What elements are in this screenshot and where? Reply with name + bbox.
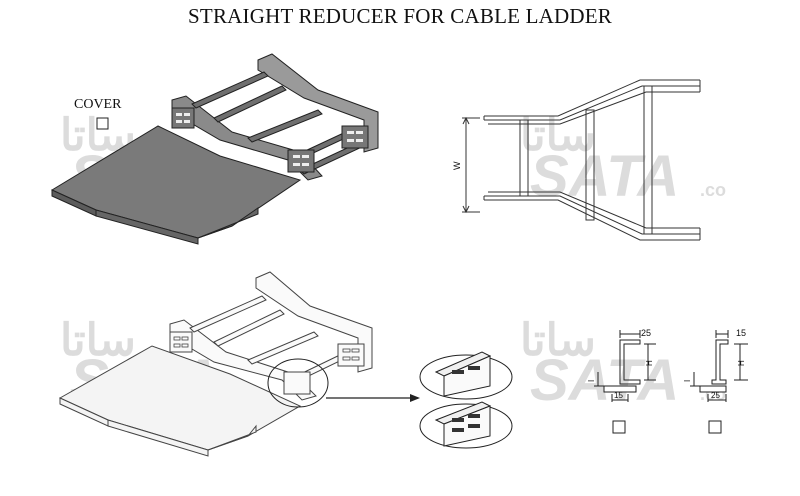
detail-zoom-bottom bbox=[419, 401, 513, 449]
watermark-arabic-3: ساتا bbox=[60, 316, 136, 365]
profile-b-height-label: H bbox=[737, 360, 746, 366]
profile-a-bottom-dim: 15 bbox=[614, 391, 623, 400]
width-dimension bbox=[462, 116, 480, 214]
profile-a-lip-label: I bbox=[587, 380, 596, 382]
cover-label: COVER bbox=[74, 97, 122, 112]
profile-a-checkbox bbox=[612, 420, 626, 434]
profile-b-bottom-dim: 25 bbox=[711, 391, 720, 400]
detail-callout-circle bbox=[267, 358, 329, 408]
profile-b-lip-label: I bbox=[683, 380, 692, 382]
watermark-brand-2: SATA bbox=[530, 144, 679, 209]
watermark-arabic-2: ساتا bbox=[520, 111, 596, 160]
profile-b-checkbox bbox=[708, 420, 722, 434]
profile-a bbox=[594, 330, 656, 402]
detail-arrow-head bbox=[410, 394, 420, 402]
cover-plate-dark bbox=[50, 125, 302, 245]
watermark-arabic-4: ساتا bbox=[520, 316, 596, 365]
profile-a-height-label: H bbox=[645, 360, 654, 366]
ladder-reducer-shaded bbox=[171, 53, 379, 181]
ladder-reducer-line bbox=[169, 271, 373, 401]
slot-holes-line bbox=[173, 336, 360, 361]
plan-view bbox=[483, 79, 701, 241]
cover-checkbox bbox=[96, 117, 109, 130]
cover-plate-light bbox=[58, 345, 302, 457]
slot-holes-shaded bbox=[176, 113, 363, 166]
watermark-brand-4: SATA bbox=[530, 348, 679, 413]
profile-b-top-dim: 15 bbox=[736, 328, 746, 338]
watermark-suffix-2: .co bbox=[700, 180, 726, 200]
width-label: W bbox=[452, 161, 462, 170]
profile-a-top-dim: 25 bbox=[641, 328, 651, 338]
page-title: STRAIGHT REDUCER FOR CABLE LADDER bbox=[188, 4, 612, 28]
profile-b bbox=[690, 330, 748, 402]
detail-zoom-top bbox=[419, 351, 513, 400]
